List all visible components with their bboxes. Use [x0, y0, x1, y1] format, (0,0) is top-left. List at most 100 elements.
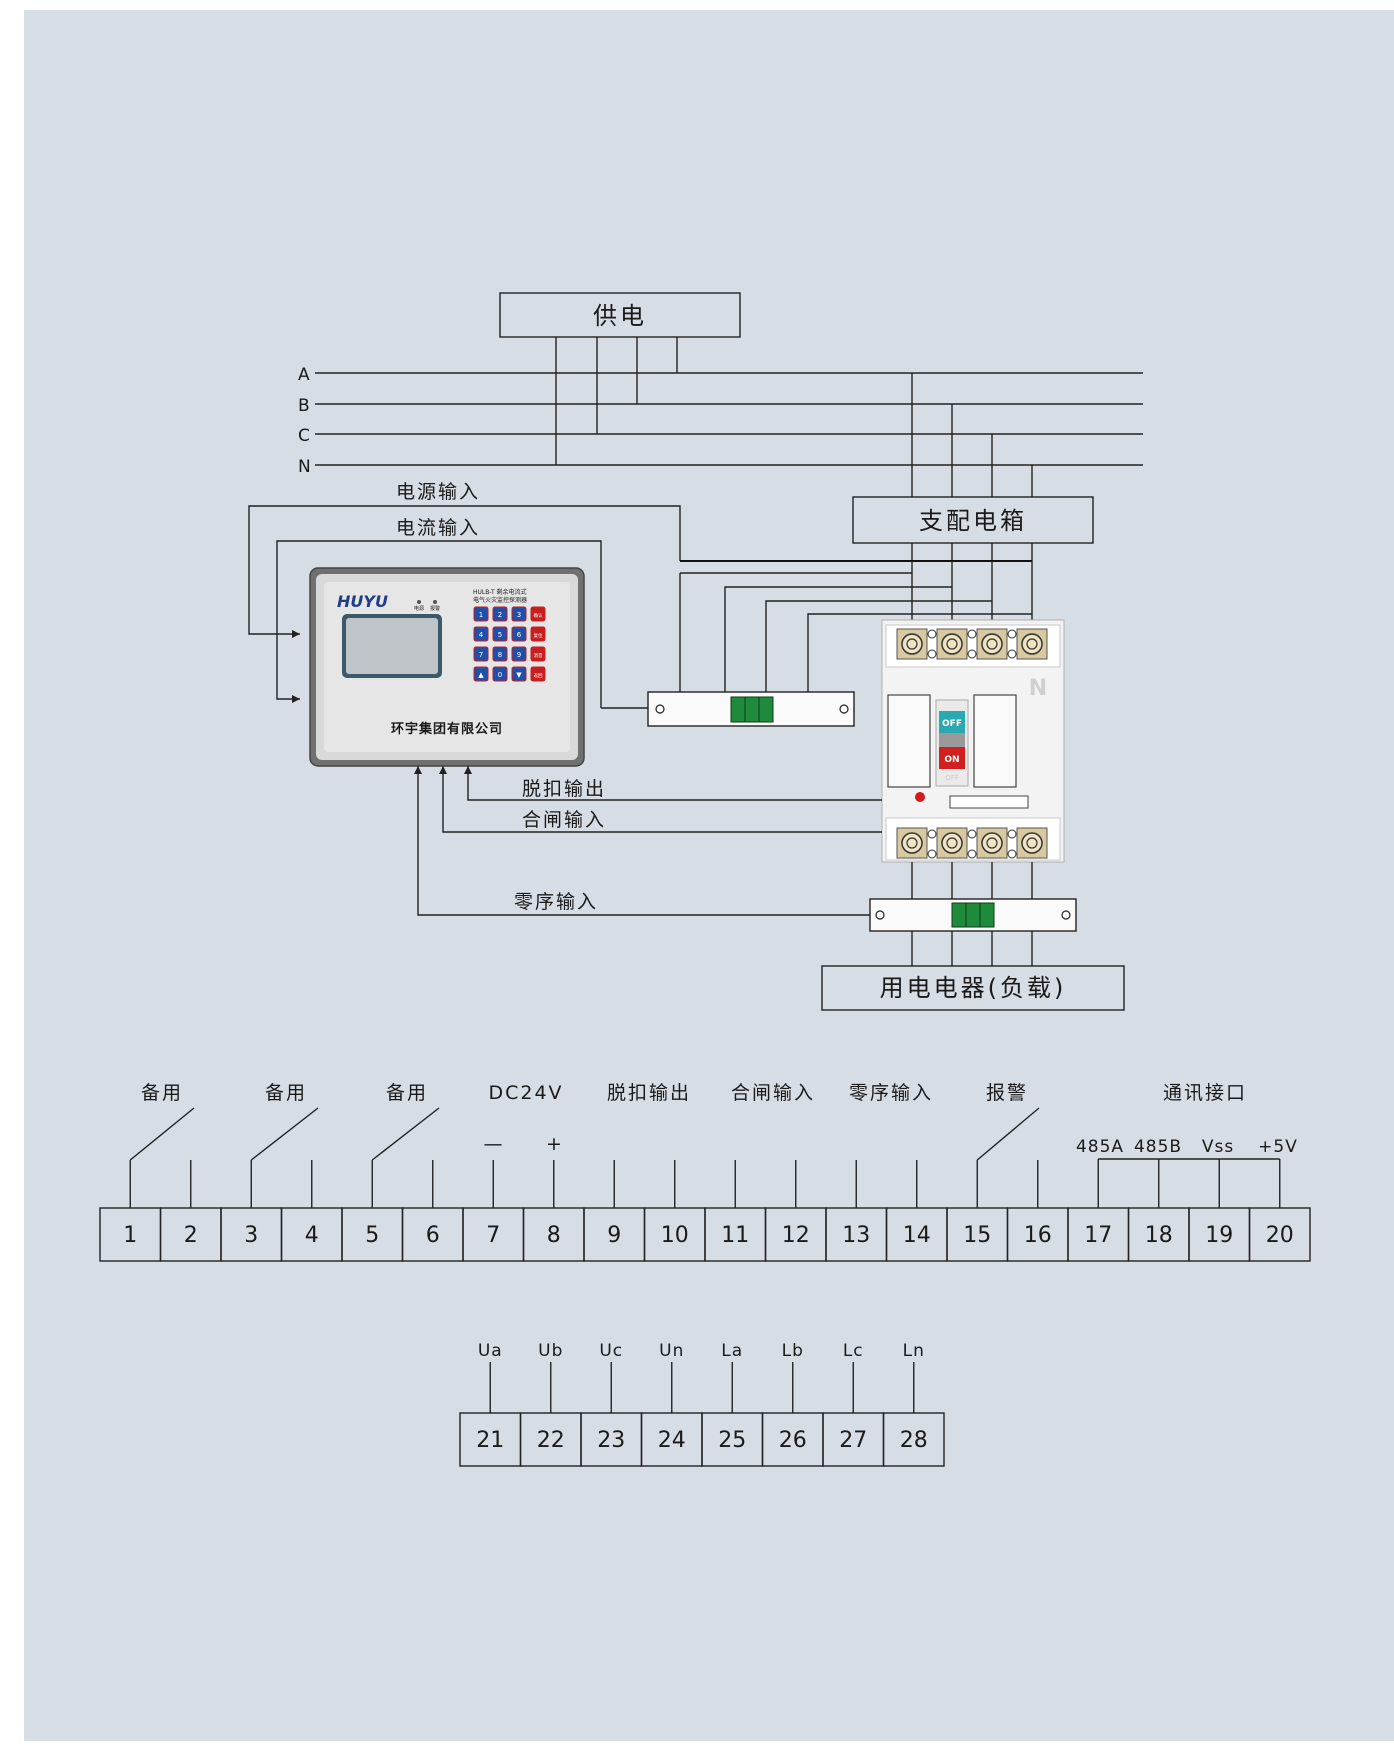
- terminal-number: 28: [900, 1428, 928, 1453]
- group-label-dc24v: DC24V: [488, 1082, 563, 1104]
- keypad-key-label: 3: [517, 611, 521, 619]
- keypad-key[interactable]: 3: [511, 606, 527, 622]
- keypad-key[interactable]: 5: [492, 626, 508, 642]
- breaker-off-faint-label: OFF: [945, 774, 959, 782]
- group-label-spare-2: 备用: [265, 1082, 307, 1104]
- keypad-key[interactable]: 0: [492, 666, 508, 682]
- signal-current-input: 电流输入: [396, 517, 480, 539]
- terminal-pin-label: Ub: [538, 1341, 563, 1361]
- keypad-key-label: 返回: [534, 672, 543, 679]
- terminal-cell: 18: [1127, 1207, 1190, 1262]
- small-screw-icon: [927, 649, 937, 659]
- comm-pin-5v: +5V: [1258, 1137, 1298, 1157]
- terminal-number: 22: [537, 1428, 565, 1453]
- keypad-key[interactable]: 消音: [530, 646, 546, 662]
- signal-zero-seq-input: 零序输入: [514, 891, 598, 913]
- keypad-key[interactable]: 返回: [530, 666, 546, 682]
- bus-label-n: N: [298, 457, 311, 477]
- keypad-key[interactable]: 1: [473, 606, 489, 622]
- terminal-number: 20: [1266, 1223, 1294, 1248]
- led-power-icon: [417, 600, 421, 604]
- led-alarm-icon: [433, 600, 437, 604]
- terminal-number: 13: [842, 1223, 870, 1248]
- terminal-number: 1: [123, 1223, 137, 1248]
- small-screw-icon: [927, 629, 937, 639]
- keypad-key[interactable]: 9: [511, 646, 527, 662]
- terminal-number: 21: [476, 1428, 504, 1453]
- terminal-cell: 10: [643, 1207, 706, 1262]
- signal-trip-output: 脱扣输出: [522, 778, 606, 800]
- branch-box: 支配电箱: [852, 496, 1094, 544]
- terminal-number: 11: [721, 1223, 749, 1248]
- terminal-screw-icon: [976, 827, 1008, 859]
- small-screw-icon: [967, 629, 977, 639]
- polarity-plus: +: [546, 1133, 564, 1155]
- terminal-number: 3: [244, 1223, 258, 1248]
- terminal-screw-icon: [1016, 827, 1048, 859]
- terminal-pin-label: Lc: [843, 1341, 864, 1361]
- circuit-breaker: OFF ON OFF N: [881, 619, 1065, 863]
- terminal-number: 23: [597, 1428, 625, 1453]
- polarity-minus: —: [484, 1133, 505, 1155]
- comm-pin-485b: 485B: [1134, 1137, 1182, 1157]
- terminal-screw-icon: [896, 628, 928, 660]
- terminal-screw-icon: [1016, 628, 1048, 660]
- keypad-key[interactable]: 确认: [530, 606, 546, 622]
- keypad-key[interactable]: 6: [511, 626, 527, 642]
- group-label-comm: 通讯接口: [1163, 1082, 1247, 1104]
- terminal-number: 14: [903, 1223, 931, 1248]
- keypad-key-label: 6: [517, 631, 522, 639]
- group-label-close-input: 合闸输入: [731, 1082, 815, 1104]
- terminal-number: 27: [839, 1428, 867, 1453]
- small-screw-icon: [967, 849, 977, 859]
- device-led1-label: 电源: [414, 605, 424, 612]
- keypad-key[interactable]: 7: [473, 646, 489, 662]
- device-led2-label: 报警: [430, 605, 440, 612]
- load-label: 用电电器(负载): [880, 974, 1067, 1002]
- group-label-zero-seq-input: 零序输入: [849, 1082, 933, 1104]
- small-screw-icon: [1007, 649, 1017, 659]
- breaker-off-button: [939, 711, 965, 733]
- terminal-number: 25: [718, 1428, 746, 1453]
- keypad-key-label: 2: [498, 611, 502, 619]
- small-screw-icon: [967, 829, 977, 839]
- terminal-number: 8: [547, 1223, 561, 1248]
- terminal-screw-icon: [896, 827, 928, 859]
- keypad-key[interactable]: ▼: [511, 666, 527, 682]
- keypad-key[interactable]: 8: [492, 646, 508, 662]
- terminal-pin-label: Ln: [903, 1341, 925, 1361]
- terminal-number: 17: [1084, 1223, 1112, 1248]
- terminal-number: 12: [782, 1223, 810, 1248]
- breaker-on-label: ON: [944, 755, 959, 765]
- device-logo: HUYU: [337, 592, 388, 611]
- terminal-number: 9: [607, 1223, 621, 1248]
- group-label-spare-1: 备用: [141, 1082, 183, 1104]
- signal-power-input: 电源输入: [396, 481, 480, 503]
- panel-background: [24, 10, 1394, 1741]
- comm-pin-vss: Vss: [1202, 1137, 1234, 1157]
- keypad-key[interactable]: 复位: [530, 626, 546, 642]
- group-label-spare-3: 备用: [386, 1082, 428, 1104]
- comm-pin-485a: 485A: [1076, 1137, 1124, 1157]
- keypad-key[interactable]: 2: [492, 606, 508, 622]
- keypad-key-label: ▼: [516, 671, 522, 679]
- terminal-screw-icon: [936, 827, 968, 859]
- device-model-line2: 电气火灾监控探测器: [473, 596, 527, 604]
- bus-label-b: B: [298, 396, 310, 416]
- branch-box-label: 支配电箱: [919, 507, 1027, 535]
- keypad-key-label: 5: [498, 631, 502, 639]
- terminal-number: 7: [486, 1223, 500, 1248]
- supply-label: 供电: [593, 302, 647, 330]
- keypad-key[interactable]: 4: [473, 626, 489, 642]
- group-label-trip-output: 脱扣输出: [607, 1082, 691, 1104]
- small-screw-icon: [1007, 629, 1017, 639]
- keypad-key-label: 7: [479, 651, 483, 659]
- terminal-number: 18: [1145, 1223, 1173, 1248]
- signal-close-input: 合闸输入: [522, 809, 606, 831]
- keypad-key[interactable]: ▲: [473, 666, 489, 682]
